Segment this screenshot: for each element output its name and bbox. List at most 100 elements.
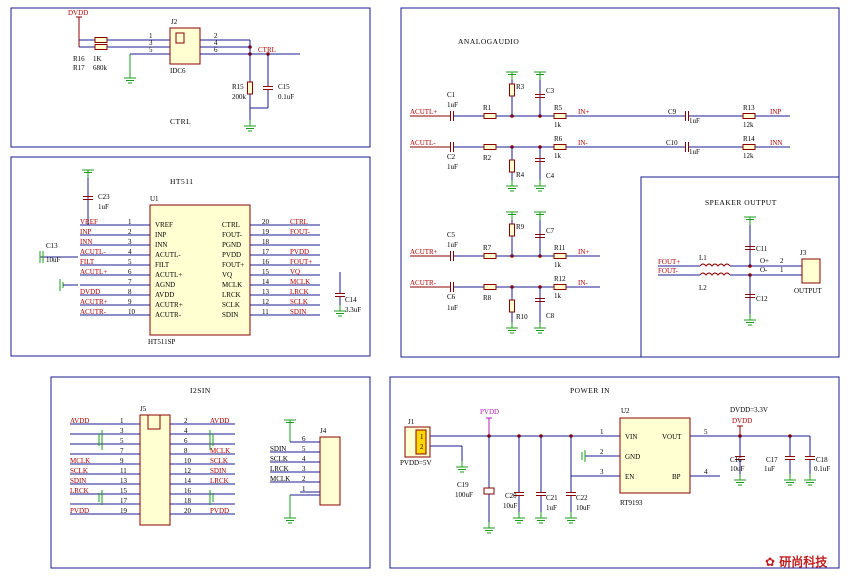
power-c21: C21: [546, 494, 558, 502]
ht511-rpin-name: FOUT-: [222, 231, 243, 239]
power-u2-pin2: 2: [600, 448, 604, 456]
ht511-rnet-label: PVDD: [290, 248, 309, 256]
power-c16-value: 10uF: [730, 465, 745, 473]
logo-text: 研尚科技: [779, 555, 828, 569]
audio-c9-value: 1uF: [689, 117, 700, 125]
ht511-lpin-num: 9: [128, 298, 132, 306]
ht511-rpin-name: VQ: [222, 271, 232, 279]
i2s-j5: J5: [140, 405, 147, 413]
ctrl-r16: R16: [73, 55, 85, 63]
audio-r2: R2: [483, 154, 492, 162]
audio-r6-value: 1k: [554, 152, 562, 160]
ht511-lpin-num: 8: [128, 288, 132, 296]
ht511-lpin-num: 4: [128, 248, 132, 256]
audio-c1: C1: [447, 91, 456, 99]
ht511-lpin-num: 5: [128, 258, 132, 266]
ht511-lpin-name: ACUTR+: [155, 301, 183, 309]
ht511-rpin-name: FOUT+: [222, 261, 244, 269]
ht511-rnet-label: FOUT+: [290, 258, 312, 266]
ht511-rpin-name: PVDD: [222, 251, 241, 259]
i2s-j4-net: SCLK: [270, 455, 288, 463]
audio-r9: R9: [516, 223, 525, 231]
i2s-j4-pin-num: 2: [302, 475, 306, 483]
ht511-rpin-num: 18: [262, 238, 270, 246]
ht511-lpin-name: ACUTL-: [155, 251, 181, 259]
ht511-lpin-name: ACUTR-: [155, 311, 182, 319]
ht511-lpin-name: INN: [155, 241, 167, 249]
i2s-right-net: AVDD: [210, 417, 229, 425]
power-c20: C20: [505, 492, 517, 500]
ht511-c13-value: 10uF: [46, 256, 61, 264]
i2s-left-net: PVDD: [70, 507, 89, 515]
audio-r7: R7: [483, 244, 492, 252]
i2s-lpin-num: 3: [120, 427, 124, 435]
speaker-pin1: 1: [780, 266, 784, 274]
ht511-lnet-label: INN: [80, 238, 92, 246]
ctrl-r17-value: 680k: [93, 64, 108, 72]
audio-acutl-minus: ACUTL-: [410, 139, 436, 147]
i2s-j4-net: MCLK: [270, 475, 290, 483]
audio-title: ANALOGAUDIO: [458, 37, 519, 46]
i2s-rpin-num: 20: [184, 507, 192, 515]
ht511-lnet-label: ACUTL+: [80, 268, 107, 276]
audio-c7: C7: [546, 227, 555, 235]
ht511-lpin-num: 1: [128, 218, 132, 226]
ctrl-r15: R15: [232, 83, 244, 91]
ht511-rnet-label: SCLK: [290, 298, 308, 306]
speaker-o-minus: O-: [760, 266, 768, 274]
ht511-rnet-label: VQ: [290, 268, 300, 276]
ht511-lpin-num: 2: [128, 228, 132, 236]
audio-r14-value: 12k: [743, 152, 754, 160]
ht511-rnet-label: FOUT-: [290, 228, 311, 236]
ht511-rnet-label: MCLK: [290, 278, 310, 286]
power-pvdd-label: PVDD: [480, 408, 499, 416]
power-dvdd-label: DVDD: [732, 417, 752, 425]
audio-c6-value: 1uF: [447, 304, 458, 312]
i2s-lpin-num: 1: [120, 417, 124, 425]
i2s-lpin-num: 11: [120, 467, 127, 475]
speaker-l1: L1: [699, 254, 707, 262]
ht511-rpin-num: 13: [262, 288, 270, 296]
ht511-lpin-num: 3: [128, 238, 132, 246]
audio-r5-value: 1k: [554, 121, 562, 129]
ht511-lpin-num: 7: [128, 278, 132, 286]
audio-r14: R14: [743, 135, 755, 143]
audio-r4: R4: [516, 171, 525, 179]
i2s-lpin-num: 19: [120, 507, 128, 515]
power-c17: C17: [766, 456, 778, 464]
ht511-rpin-num: 12: [262, 298, 270, 306]
ht511-lpin-name: AVDD: [155, 291, 174, 299]
power-c21-value: 1uF: [546, 504, 557, 512]
power-pin-gnd: GND: [625, 453, 640, 461]
ht511-rnet-label: SDIN: [290, 308, 306, 316]
ht511-c14: C14: [345, 296, 357, 304]
i2s-rpin-num: 2: [184, 417, 188, 425]
i2s-left-net: SCLK: [70, 467, 88, 475]
audio-acutr-plus: ACUTR+: [410, 248, 438, 256]
ht511-lnet-label: VREF: [80, 218, 98, 226]
ctrl-pin3: 3: [149, 39, 153, 47]
ht511-lnet-label: DVDD: [80, 288, 100, 296]
i2s-rpin-num: 6: [184, 437, 188, 445]
i2s-j4: J4: [320, 427, 327, 435]
power-u2-pin4: 4: [704, 468, 708, 476]
i2s-rpin-num: 18: [184, 497, 192, 505]
i2s-j4-pin-num: 4: [302, 455, 306, 463]
audio-r13-value: 12k: [743, 121, 754, 129]
ht511-rpin-num: 19: [262, 228, 270, 236]
power-pin-vout: VOUT: [662, 433, 682, 441]
power-c22-value: 10uF: [576, 504, 591, 512]
ht511-u1-value: HT511SP: [148, 338, 175, 346]
i2s-right-net: PVDD: [210, 507, 229, 515]
ht511-rpin-name: MCLK: [222, 281, 242, 289]
audio-c6: C6: [447, 293, 456, 301]
audio-c5-value: 1uF: [447, 241, 458, 249]
speaker-fout-plus: FOUT+: [658, 258, 680, 266]
ctrl-title: CTRL: [170, 117, 191, 126]
